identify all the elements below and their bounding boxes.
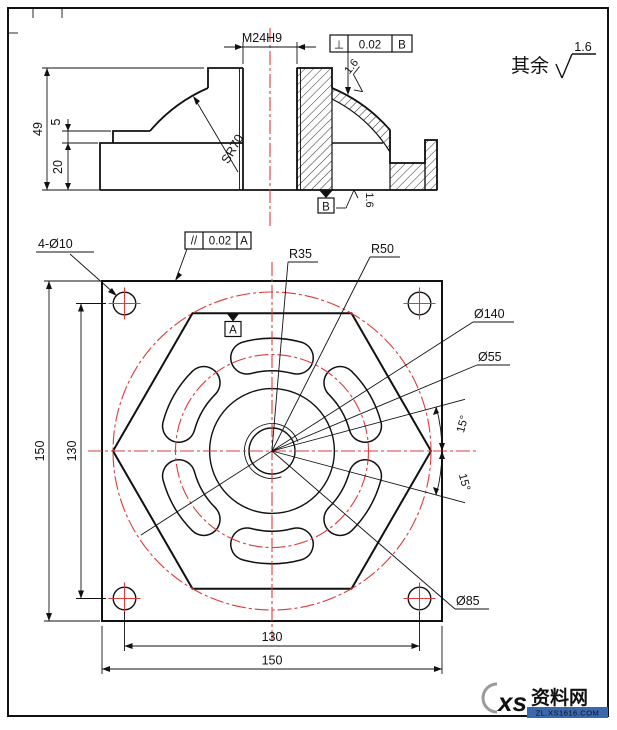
datum-b-label: B	[322, 202, 330, 214]
frame-ticks	[8, 8, 63, 34]
plan-dimensions: 150 130 130 150	[33, 280, 443, 674]
angle-15-lower-label: 15°	[456, 472, 472, 492]
roughness-slope: 1.6	[342, 57, 364, 93]
watermark: xs 资料网 ZL.XS1616.COM	[481, 682, 608, 718]
sphere-radius-callout: SR70	[193, 96, 246, 173]
thread-label: M24H9	[242, 31, 282, 45]
d140-label: Ø140	[474, 307, 505, 321]
angle-15-upper-label: 15°	[455, 414, 471, 434]
fcf-par-datum: A	[240, 236, 248, 248]
roughness-slope-value: 1.6	[342, 57, 361, 76]
diameter-leaders	[140, 256, 478, 610]
thread-dimension: M24H9	[224, 31, 316, 64]
dim-49-label: 49	[31, 122, 45, 136]
note-prefix-label: 其余	[511, 55, 549, 77]
fcf-perpendicularity: ⊥ 0.02 B	[329, 34, 413, 95]
watermark-xs-logo: xs	[496, 687, 527, 717]
dim-150-left-label: 150	[33, 441, 47, 462]
fcf-parallelism: // 0.02 A	[175, 231, 252, 281]
fcf-par-symbol: //	[191, 236, 198, 248]
watermark-banner	[527, 707, 608, 718]
fcf-perp-datum: B	[398, 40, 406, 52]
feature-labels: R35 R50 Ø140 Ø55 Ø85	[288, 242, 514, 610]
corner-holes-label: 4-Ø10	[38, 237, 73, 251]
thread-crest-arc	[244, 423, 299, 479]
height-dimensions: 49 5 20	[31, 67, 204, 191]
r35-label: R35	[289, 247, 312, 261]
d55-label: Ø55	[478, 350, 502, 364]
fcf-perp-tolerance: 0.02	[359, 40, 381, 52]
general-roughness-note: 其余 1.6	[511, 40, 596, 79]
fcf-par-tolerance: 0.02	[209, 236, 231, 248]
dim-150-bottom-label: 150	[262, 654, 283, 668]
r50-label: R50	[371, 242, 394, 256]
d85-label: Ø85	[456, 594, 480, 608]
section-hatch-boss	[296, 67, 333, 191]
watermark-swoosh-icon	[481, 682, 498, 714]
sheet-border	[7, 7, 609, 717]
section-outline	[99, 67, 438, 191]
dim-130-left-label: 130	[65, 441, 79, 462]
dim-130-bottom-label: 130	[262, 630, 283, 644]
section-view: M24H9 ⊥ 0.02 B 1.6 1.6	[31, 28, 438, 228]
plan-view: 15° 15° 4-Ø10 // 0.02 A	[33, 231, 514, 674]
section-hatch-rim	[424, 139, 438, 191]
angle-dimensions: 15° 15°	[271, 398, 472, 504]
roughness-bottom-value: 1.6	[363, 192, 375, 207]
datum-a-label: A	[229, 325, 237, 337]
corner-hole-callout: 4-Ø10	[36, 237, 117, 296]
dim-5-label: 5	[49, 118, 63, 125]
datum-a-flag: A	[224, 313, 242, 338]
watermark-site: ZL.XS1616.COM	[536, 709, 600, 718]
roughness-symbol-icon	[555, 53, 596, 79]
fcf-perp-symbol: ⊥	[334, 40, 344, 52]
dim-20-label: 20	[51, 160, 65, 174]
note-value-label: 1.6	[574, 40, 591, 54]
watermark-name: 资料网	[531, 686, 588, 709]
datum-b-flag: B	[317, 190, 335, 214]
section-hatch-flange	[389, 162, 426, 191]
roughness-bottom-symbol-icon	[336, 189, 359, 209]
